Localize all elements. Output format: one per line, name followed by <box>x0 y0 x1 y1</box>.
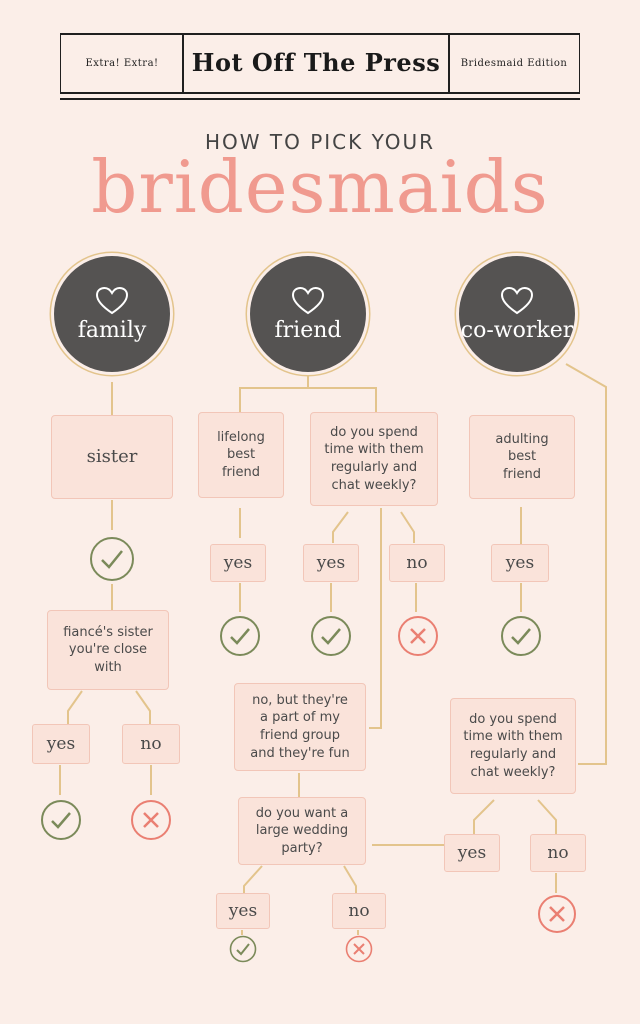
node-spend-time-coworker: do you spend time with them regularly an… <box>450 698 576 794</box>
answer-coworker-no: no <box>530 834 586 872</box>
answer-fiance-yes: yes <box>32 724 90 764</box>
masthead-left-edge <box>60 33 61 94</box>
category-coworker: co-worker <box>459 256 575 372</box>
node-adulting: adulting best friend <box>469 415 575 499</box>
cross-icon <box>397 615 439 662</box>
masthead-bottom-rule <box>60 92 580 94</box>
answer-spend-friend-yes: yes <box>303 544 359 582</box>
category-label: family <box>77 317 147 343</box>
check-icon <box>229 935 257 968</box>
check-icon <box>219 615 261 662</box>
answer-party-yes: yes <box>216 893 270 929</box>
node-lifelong: lifelong best friend <box>198 412 284 498</box>
check-icon <box>310 615 352 662</box>
heart-icon <box>291 286 325 314</box>
heart-icon <box>95 286 129 314</box>
category-family: family <box>54 256 170 372</box>
heart-icon <box>500 286 534 314</box>
answer-party-no: no <box>332 893 386 929</box>
answer-spend-friend-no: no <box>389 544 445 582</box>
node-sister: sister <box>51 415 173 499</box>
masthead-left-text: Extra! Extra! <box>85 58 159 69</box>
check-icon <box>40 799 82 846</box>
answer-coworker-yes: yes <box>444 834 500 872</box>
category-label: friend <box>274 317 342 343</box>
masthead-title: Hot Off The Press <box>191 48 441 77</box>
node-friend-group: no, but they're a part of my friend grou… <box>234 683 366 771</box>
cross-icon <box>130 799 172 846</box>
answer-lifelong-yes: yes <box>210 544 266 582</box>
category-label: co-worker <box>460 317 574 343</box>
page-subtitle: HOW TO PICK YOUR <box>204 130 436 154</box>
answer-fiance-no: no <box>122 724 180 764</box>
cross-icon <box>345 935 373 968</box>
node-large-party: do you want a large wedding party? <box>238 797 366 865</box>
category-friend: friend <box>250 256 366 372</box>
masthead-right-text: Bridesmaid Edition <box>460 58 568 69</box>
masthead-divider-right <box>448 33 450 94</box>
node-spend-time-friend: do you spend time with them regularly an… <box>310 412 438 506</box>
masthead-divider-left <box>182 33 184 94</box>
page-title: bridesmaids <box>91 145 549 229</box>
masthead-top-rule <box>60 33 580 35</box>
masthead-right-edge <box>579 33 580 94</box>
answer-adulting-yes: yes <box>491 544 549 582</box>
check-icon <box>500 615 542 662</box>
check-icon <box>89 536 135 587</box>
cross-icon <box>537 894 577 939</box>
node-fiance-sister: fiancé's sister you're close with <box>47 610 169 690</box>
masthead-bottom-rule-thin <box>60 98 580 100</box>
